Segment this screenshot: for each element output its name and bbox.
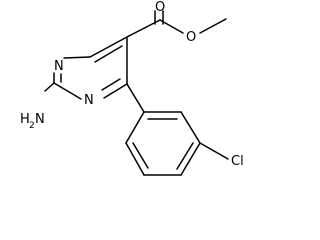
ring-nitrogen-bottom-label: N: [84, 93, 94, 108]
bond-aryl-5-inner: [132, 142, 149, 169]
ester-group: [126, 10, 227, 38]
chlorophenyl-ring: [125, 83, 229, 176]
atom-labels: N N O O H 2 N Cl: [20, 0, 244, 169]
amine-hydrogen-label: H: [20, 112, 30, 127]
amino-group: [44, 82, 55, 92]
bond-n3-c2: [53, 82, 82, 100]
bond-aryl-5: [125, 142, 145, 176]
amine-hydrogen-count-label: 2: [29, 121, 35, 131]
bond-aryl-3-inner: [176, 142, 194, 170]
ester-oxygen-label: O: [186, 30, 196, 45]
chlorine-label: Cl: [231, 154, 244, 169]
bond-c6-c5-inner: [94, 45, 123, 63]
bond-aryl-6: [125, 111, 145, 144]
bond-aryl-2: [180, 111, 201, 144]
bond-carbonyl-c-ester-o: [159, 19, 184, 34]
bond-ester-o-methyl: [199, 18, 227, 34]
ring-nitrogen-top-label: N: [54, 59, 64, 74]
bond-c4-aryl: [126, 83, 145, 113]
bond-c4-n3: [103, 83, 128, 99]
bond-n1-c6: [63, 56, 91, 59]
bond-c4-n3-inner: [101, 78, 121, 91]
pyrimidine-ring: [53, 36, 128, 100]
carbonyl-oxygen-label: O: [155, 0, 165, 15]
bond-aryl-cl: [199, 142, 229, 160]
bond-aryl-3: [180, 142, 201, 176]
chemical-structure-diagram: N N O O H 2 N Cl: [20, 0, 244, 176]
bond-c2-amine-n: [44, 82, 55, 92]
bond-c6-c5: [89, 36, 128, 58]
amine-nitrogen-label: N: [35, 112, 45, 127]
